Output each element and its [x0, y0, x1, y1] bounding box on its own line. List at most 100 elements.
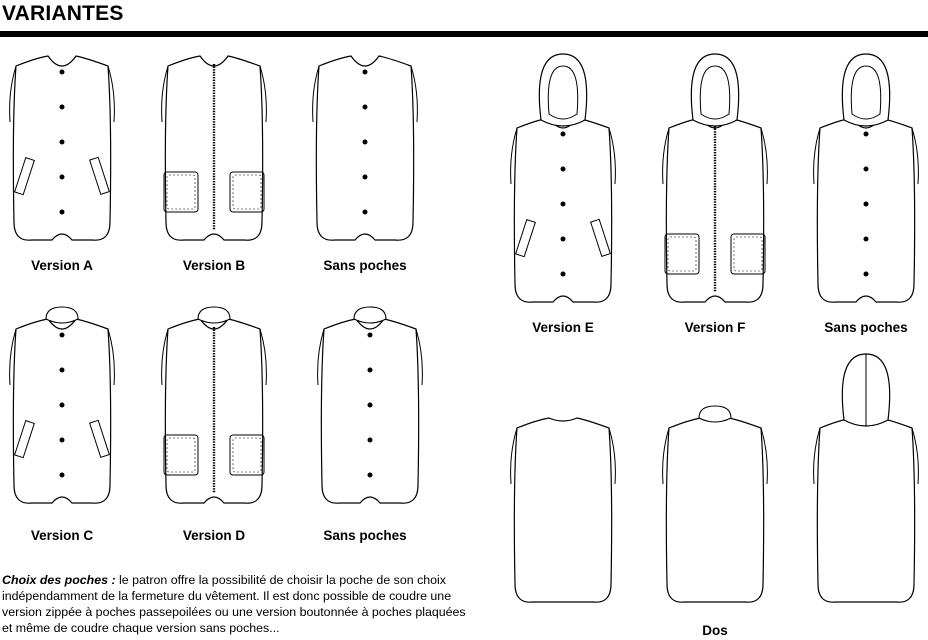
left-armhole-line: [318, 329, 324, 385]
right-armhole-line: [416, 329, 422, 385]
hood-shape: [539, 54, 586, 126]
vest-version-b-illustration: [154, 50, 274, 250]
vest-body-outline: [817, 418, 914, 602]
pocket-note: Choix des poches : le patron offre la po…: [2, 572, 472, 636]
vest-body-outline: [514, 118, 611, 302]
button-dot: [362, 209, 368, 215]
button-dot: [560, 271, 566, 277]
button-dot: [59, 174, 65, 180]
title-underline: [0, 31, 928, 37]
button-dot: [362, 104, 368, 110]
hood-opening: [851, 66, 880, 119]
page-title: VARIANTES: [2, 2, 124, 25]
vest-outline-group: [511, 418, 616, 602]
right-armhole-line: [108, 329, 114, 385]
left-armhole-line: [814, 428, 820, 484]
button-dot: [59, 402, 65, 408]
patch-pocket-right-stitch: [233, 438, 261, 472]
welt-pocket-right: [90, 157, 110, 194]
button-dot: [367, 402, 373, 408]
left-armhole-line: [663, 128, 669, 184]
left-armhole-line: [511, 128, 517, 184]
caption-version-f: Version F: [684, 320, 746, 335]
vest-version-f-illustration: [655, 52, 775, 312]
vest-outline-group: [162, 307, 267, 503]
vest-body-outline: [514, 418, 611, 602]
vest-back-stand-illustration: [655, 352, 775, 612]
pocket-note-lead: Choix des poches :: [2, 573, 116, 587]
caption-version-d: Version D: [182, 528, 246, 543]
button-dot: [863, 131, 869, 137]
right-armhole-line: [260, 66, 266, 122]
welt-pocket-left: [516, 220, 536, 257]
left-armhole-line: [663, 428, 669, 484]
stand-collar-shape: [354, 307, 386, 323]
button-dot: [59, 472, 65, 478]
vest-sans-poches-3-illustration: [806, 52, 926, 312]
button-dot: [362, 174, 368, 180]
vest-body-outline: [165, 56, 262, 240]
hood-shape: [691, 54, 738, 126]
welt-pocket-right: [591, 219, 611, 256]
vest-outline-group: [511, 54, 616, 302]
caption-sans-poches-3: Sans poches: [824, 320, 908, 335]
button-dot: [367, 472, 373, 478]
welt-pocket-left: [15, 158, 35, 195]
patch-pocket-left-stitch: [167, 175, 195, 209]
vest-version-c-illustration: [2, 313, 132, 513]
right-armhole-line: [411, 66, 417, 122]
vest-version-e-illustration: [503, 52, 623, 312]
vest-sans-poches-2-illustration: [310, 313, 430, 513]
vest-sans-poches-1-illustration: [305, 50, 425, 250]
right-armhole-line: [761, 128, 767, 184]
right-armhole-line: [912, 428, 918, 484]
left-armhole-line: [162, 329, 168, 385]
hood-shape: [842, 54, 889, 126]
left-armhole-line: [814, 128, 820, 184]
right-armhole-line: [912, 128, 918, 184]
vest-version-d-illustration: [154, 313, 274, 513]
hood-opening: [700, 66, 729, 119]
vest-outline-group: [814, 354, 919, 602]
button-dot: [560, 131, 566, 137]
right-armhole-line: [260, 329, 266, 385]
button-dot: [59, 332, 65, 338]
right-armhole-line: [609, 428, 615, 484]
caption-version-c: Version C: [30, 528, 94, 543]
caption-version-a: Version A: [31, 258, 93, 273]
vest-body-outline: [321, 319, 418, 503]
button-dot: [59, 69, 65, 75]
patch-pocket-right: [230, 435, 264, 475]
caption-sans-poches-2: Sans poches: [323, 528, 407, 543]
button-dot: [367, 437, 373, 443]
vest-outline-group: [814, 54, 919, 302]
stand-collar-shape: [46, 307, 78, 323]
vest-body-outline: [165, 319, 262, 503]
button-dot: [367, 332, 373, 338]
button-dot: [59, 139, 65, 145]
patch-pocket-right-stitch: [734, 237, 762, 271]
button-dot: [367, 367, 373, 373]
vest-outline-group: [162, 56, 267, 240]
button-dot: [560, 236, 566, 242]
vest-body-outline: [13, 319, 110, 503]
vest-body-outline: [666, 418, 763, 602]
patch-pocket-left-stitch: [167, 438, 195, 472]
stand-collar-shape: [198, 307, 230, 323]
vest-back-round-illustration: [503, 352, 623, 612]
caption-dos: Dos: [702, 623, 728, 638]
vest-outline-group: [663, 406, 768, 602]
vest-body-outline: [316, 56, 413, 240]
left-armhole-line: [10, 66, 16, 122]
button-dot: [59, 367, 65, 373]
patch-pocket-left: [164, 172, 198, 212]
right-armhole-line: [108, 66, 114, 122]
button-dot: [59, 437, 65, 443]
button-dot: [863, 166, 869, 172]
left-armhole-line: [162, 66, 168, 122]
vest-outline-group: [10, 56, 115, 240]
welt-pocket-left: [15, 421, 35, 458]
vest-back-hood-illustration: [806, 352, 926, 612]
left-armhole-line: [10, 329, 16, 385]
button-dot: [59, 209, 65, 215]
